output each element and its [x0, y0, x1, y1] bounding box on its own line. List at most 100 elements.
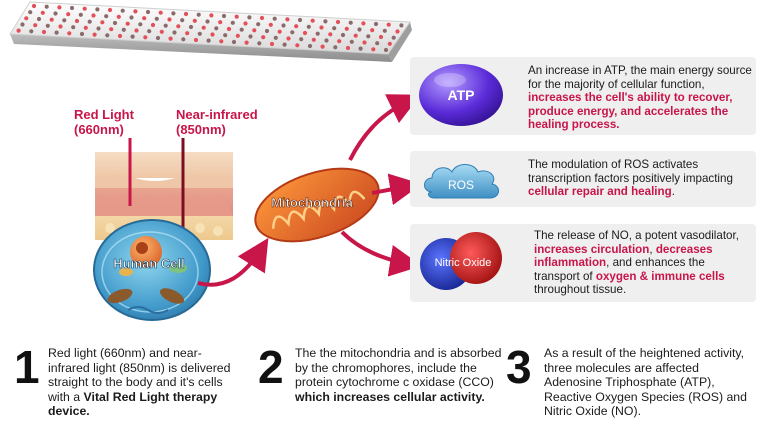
led-dot — [282, 42, 287, 47]
led-dot — [53, 11, 58, 16]
led-dot — [295, 43, 300, 48]
led-dot — [231, 39, 237, 45]
step-2-bold: which increases cellular activity. — [295, 389, 485, 404]
led-dot — [36, 16, 42, 22]
arrow-cell-to-mitochondria — [197, 237, 269, 287]
led-dot — [257, 41, 262, 46]
led-dot — [105, 33, 110, 38]
atp-name: ATP — [448, 87, 475, 103]
led-dot — [183, 11, 189, 17]
led-dot — [180, 18, 185, 23]
led-dot — [24, 16, 29, 21]
led-dot — [328, 32, 333, 37]
led-dot — [62, 18, 67, 23]
led-dot — [125, 21, 130, 26]
led-dot — [66, 12, 71, 17]
led-dot — [382, 28, 387, 33]
no-highlight-2: decreases inflammation — [534, 242, 713, 270]
led-dot — [176, 24, 181, 29]
led-dot — [130, 34, 135, 39]
led-dot — [206, 38, 211, 43]
led-dot — [109, 27, 114, 32]
led-dot — [82, 6, 87, 11]
no-highlight-1: increases circulation — [534, 242, 650, 256]
led-dot — [209, 13, 214, 18]
ros-description: The modulation of ROS activates transcri… — [528, 158, 752, 199]
step-2-text: The the mitochondria and is absorbed by … — [295, 346, 505, 404]
led-dot — [285, 17, 290, 22]
led-dot — [116, 14, 121, 19]
arrow-to-ros — [371, 173, 422, 206]
led-dot — [311, 37, 316, 42]
led-dot — [117, 33, 123, 39]
led-dot — [154, 16, 159, 21]
near-infrared-label: Near-infrared (850nm) — [176, 107, 258, 137]
led-dot — [214, 26, 219, 31]
led-dot — [234, 14, 239, 19]
led-dot — [353, 33, 358, 38]
led-dot — [261, 35, 266, 40]
led-dot — [286, 36, 291, 41]
nitric-oxide-description: The release of NO, a potent vasodilator,… — [534, 229, 752, 297]
led-dot — [172, 30, 177, 35]
near-infrared-title: Near-infrared — [176, 107, 258, 122]
led-dot — [345, 45, 351, 51]
led-dot — [67, 31, 72, 36]
led-dot — [373, 21, 379, 27]
led-dot — [143, 35, 148, 40]
led-dot — [344, 26, 349, 31]
led-dot — [91, 13, 96, 18]
led-dot — [159, 29, 164, 34]
led-dot — [273, 35, 278, 40]
device-illustration — [9, 1, 412, 62]
led-dot — [201, 25, 206, 30]
led-dot — [307, 43, 313, 49]
led-dot — [259, 15, 265, 21]
led-dot — [54, 30, 59, 35]
led-dot — [158, 10, 163, 15]
led-dot — [348, 20, 353, 25]
no-text-1: The release of NO, a potent vasodilator, — [534, 229, 739, 242]
led-dot — [297, 17, 303, 23]
led-dot — [332, 26, 337, 31]
led-dot — [221, 13, 227, 19]
no-text-2: , — [649, 242, 656, 256]
led-dot — [74, 18, 80, 24]
led-dot — [391, 35, 396, 40]
red-light-wavelength: (660nm) — [74, 122, 124, 137]
no-text-4: throughout tissue. — [534, 283, 627, 297]
led-dot — [163, 23, 168, 28]
step-3-body: As a result of the heightened activity, … — [544, 346, 747, 419]
led-dot — [248, 34, 253, 39]
step-1-number: 1 — [14, 341, 40, 393]
led-dot — [366, 34, 371, 39]
led-dot — [244, 40, 249, 45]
mitochondria-label: Mitochondria — [271, 195, 353, 210]
led-dot — [268, 22, 273, 27]
led-dot — [57, 5, 62, 10]
led-dot — [399, 23, 404, 28]
led-dot — [264, 28, 270, 34]
step-2-body: The the mitochondria and is absorbed by … — [295, 346, 502, 390]
step-1-body: Red light (660nm) and near-infrared ligh… — [48, 346, 231, 404]
ros-description-end: . — [671, 185, 675, 199]
red-light-label: Red Light (660nm) — [74, 107, 134, 137]
led-dot — [28, 10, 33, 15]
led-dot — [129, 15, 134, 20]
led-dot — [78, 12, 83, 17]
ros-description-text: The modulation of ROS activates transcri… — [528, 158, 733, 185]
human-cell — [93, 219, 211, 321]
led-dot — [121, 27, 126, 32]
led-dot — [83, 25, 88, 30]
led-dot — [315, 31, 320, 36]
led-dot — [196, 12, 201, 17]
led-dot — [210, 32, 215, 37]
led-dot — [324, 38, 329, 43]
led-dot — [138, 22, 143, 27]
led-dot — [155, 35, 161, 41]
led-dot — [306, 24, 311, 29]
led-dot — [239, 27, 244, 32]
led-dot — [87, 19, 92, 24]
led-dot — [323, 19, 328, 24]
led-dot — [294, 24, 299, 29]
